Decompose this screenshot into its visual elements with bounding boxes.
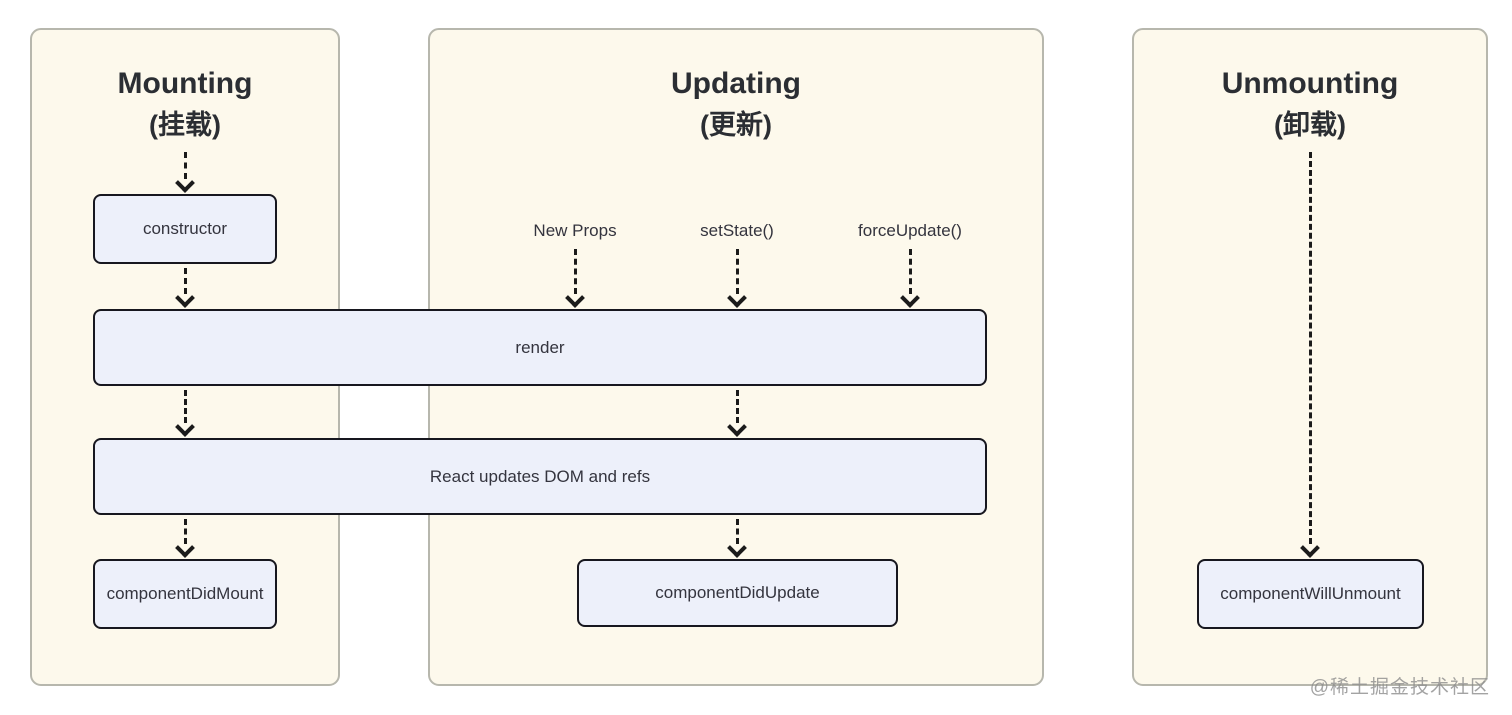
panel-title-unmounting-en: Unmounting	[1221, 67, 1399, 100]
panel-title-mounting-en: Mounting	[117, 67, 253, 100]
panel-title-updating-en: Updating	[671, 67, 801, 100]
panel-title-unmounting: Unmounting (卸载)	[1132, 64, 1488, 146]
node-component-did-mount: componentDidMount	[93, 559, 277, 629]
watermark-juejin: @稀土掘金技术社区	[1309, 677, 1490, 698]
trigger-label-new-props: New Props	[533, 221, 617, 240]
node-constructor: constructor	[93, 194, 277, 264]
panel-title-updating-zh: (更新)	[700, 110, 772, 140]
panel-title-mounting-zh: (挂载)	[149, 110, 221, 140]
trigger-label-force-update: forceUpdate()	[858, 221, 962, 240]
node-react-updates-dom: React updates DOM and refs	[93, 438, 987, 515]
node-render: render	[93, 309, 987, 386]
node-component-did-update: componentDidUpdate	[577, 559, 898, 627]
trigger-label-set-state: setState()	[700, 221, 774, 240]
panel-title-mounting: Mounting (挂载)	[30, 64, 340, 146]
panel-title-updating: Updating (更新)	[428, 64, 1044, 146]
node-component-will-unmount: componentWillUnmount	[1197, 559, 1424, 629]
panel-title-unmounting-zh: (卸载)	[1274, 110, 1346, 140]
